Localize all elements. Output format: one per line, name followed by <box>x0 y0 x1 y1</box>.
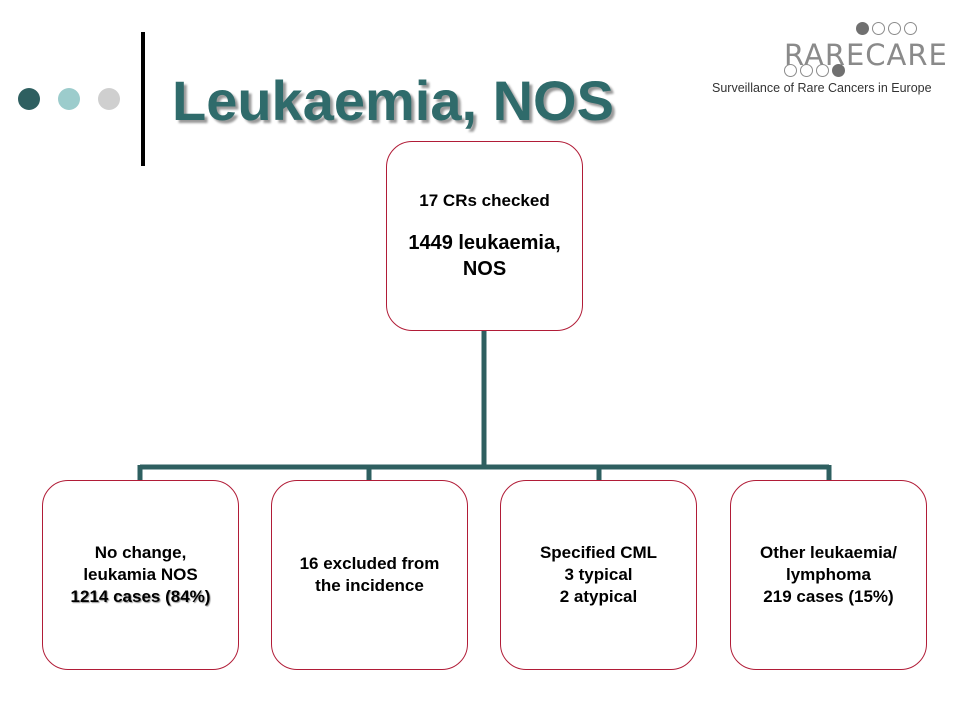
child-node-other-leukaemia: Other leukaemia/ lymphoma 219 cases (15%… <box>730 480 927 670</box>
title-divider <box>141 32 145 166</box>
child-4-line-3: 219 cases (15%) <box>763 587 894 606</box>
root-line-3: NOS <box>462 258 507 280</box>
root-line-1: 17 CRs checked <box>419 191 550 210</box>
child-1-line-2: leukamia NOS <box>83 565 198 584</box>
bullet-dot-teal <box>58 88 80 110</box>
child-1-line-1: No change, <box>94 543 187 562</box>
logo-tagline: Surveillance of Rare Cancers in Europe <box>712 81 932 95</box>
child-2-line-2: the incidence <box>315 576 424 595</box>
logo-circles-bottom <box>784 64 845 77</box>
root-line-2: 1449 leukaemia, <box>408 232 561 254</box>
child-node-specified-cml: Specified CML 3 typical 2 atypical <box>500 480 697 670</box>
child-1-line-3: 1214 cases (84%) <box>70 587 211 606</box>
logo-circles-top <box>856 22 917 35</box>
child-3-line-3: 2 atypical <box>559 587 638 606</box>
child-3-line-1: Specified CML <box>539 543 658 562</box>
page-title: Leukaemia, NOS <box>172 69 614 132</box>
rarecare-logo: RARECARE Surveillance of Rare Cancers in… <box>712 22 947 98</box>
child-3-line-2: 3 typical <box>564 565 633 584</box>
bullet-dot-dark <box>18 88 40 110</box>
child-4-line-1: Other leukaemia/ <box>759 543 897 562</box>
child-node-excluded: 16 excluded from the incidence <box>271 480 468 670</box>
child-4-line-2: lymphoma <box>785 565 872 584</box>
bullet-dot-gray <box>98 88 120 110</box>
child-2-line-1: 16 excluded from <box>299 554 440 573</box>
child-node-no-change: No change, leukamia NOS 1214 cases (84%) <box>42 480 239 670</box>
root-node: 17 CRs checked 1449 leukaemia, NOS <box>386 141 583 331</box>
